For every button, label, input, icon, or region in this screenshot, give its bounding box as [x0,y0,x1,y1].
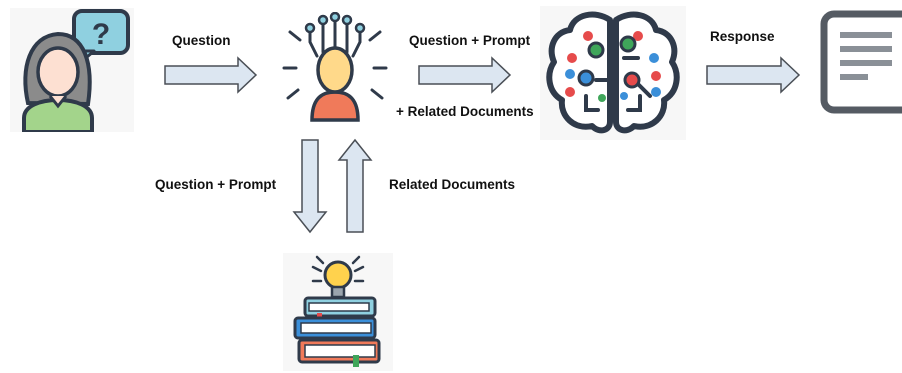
label-related-docs-top: + Related Documents [396,104,534,119]
arrow-question [164,56,258,94]
arrow-question-prompt [418,56,512,94]
output-node [820,10,902,114]
document-icon [820,10,902,114]
label-question: Question [172,33,231,48]
arrow-response [706,56,801,94]
arrow-down [292,139,328,234]
user-question-icon: ? [22,9,130,132]
processor-node [282,12,388,124]
person-network-icon [282,12,388,122]
knowledge-base-node [283,253,393,371]
label-question-prompt-down: Question + Prompt [155,177,277,192]
arrow-up [337,138,373,233]
label-response: Response [710,29,775,44]
label-question-prompt-top: Question + Prompt [409,33,531,48]
label-related-docs-up: Related Documents [389,177,516,192]
question-mark: ? [92,18,110,51]
books-lightbulb-icon [293,255,381,367]
llm-node [540,6,686,140]
circuit-brain-icon [546,11,680,134]
user-node: ? [10,8,134,132]
